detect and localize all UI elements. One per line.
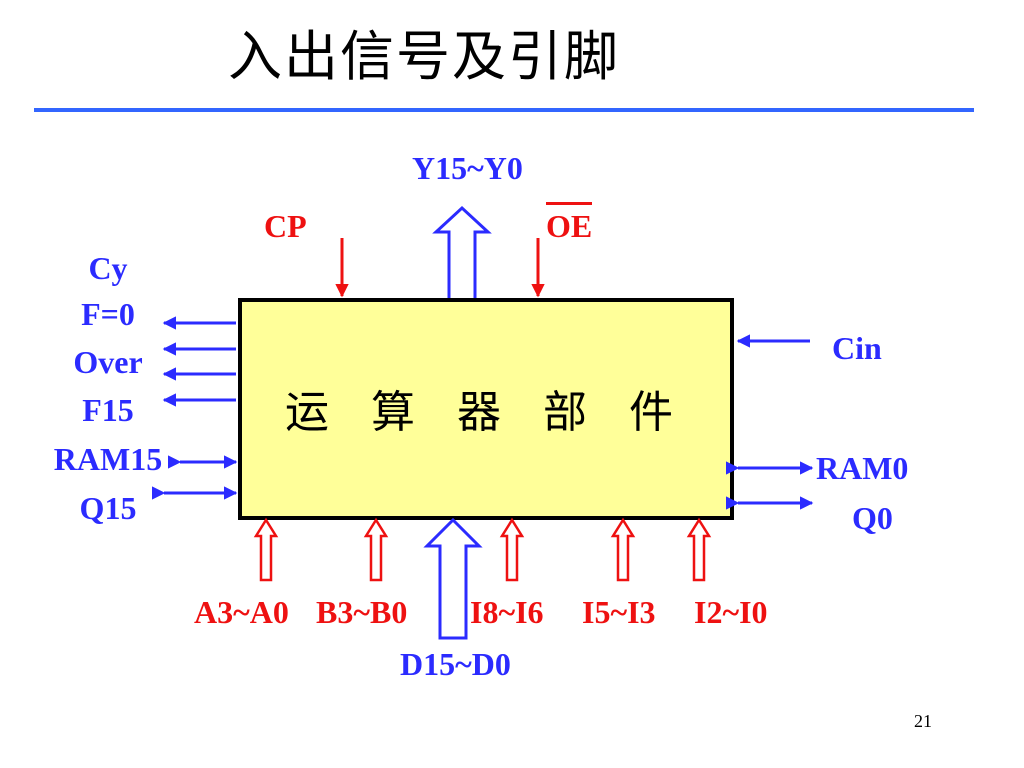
f0-label: F=0 [81,296,135,332]
cy-label: Cy [88,250,128,286]
i86-bus-label: I8~I6 [470,594,544,630]
b-bus-label: B3~B0 [316,594,408,630]
d-bus-arrow [423,517,483,640]
i20-bus-label: I2~I0 [694,594,768,630]
page-number: 21 [914,711,932,731]
q0-label: Q0 [852,500,893,536]
b-bus-arrow [363,517,389,582]
q15-label: Q15 [79,490,137,526]
slide-title: 入出信号及引脚 [228,25,620,88]
arithmetic-unit-label: 运 算 器 部 件 [285,387,687,438]
oe-label: OE [546,202,593,244]
ram0-label: RAM0 [816,450,909,486]
arithmetic-unit-box: 运 算 器 部 件 [238,298,734,520]
a-bus-label: A3~A0 [194,594,289,630]
ram15-label: RAM15 [53,441,163,477]
title-divider [34,108,974,112]
i86-bus-arrow [499,517,525,582]
y-bus-label: Y15~Y0 [412,150,523,186]
f15-label: F15 [82,392,134,428]
d-bus-label: D15~D0 [400,646,511,682]
a-bus-arrow [253,517,279,582]
i53-bus-label: I5~I3 [582,594,656,630]
over-label: Over [73,344,143,380]
cin-label: Cin [832,330,882,366]
y-bus-arrow [432,205,492,298]
i53-bus-arrow [610,517,636,582]
cp-label: CP [264,208,307,244]
i20-bus-arrow [686,517,712,582]
oe-overline-text: OE [546,202,593,244]
